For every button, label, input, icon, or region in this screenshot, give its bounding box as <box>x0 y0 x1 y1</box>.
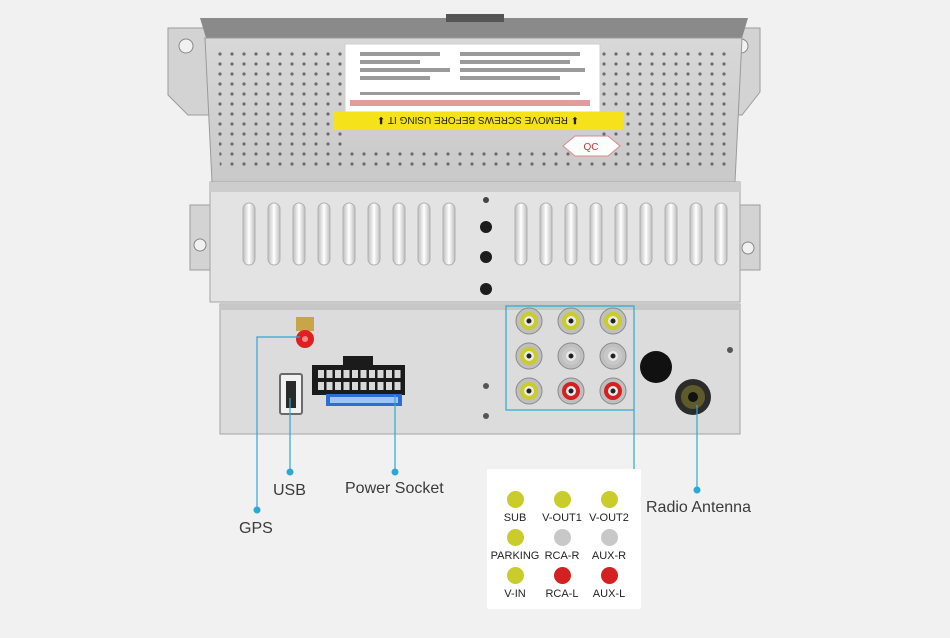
legend-item: PARKING <box>485 529 545 562</box>
legend-item-label: RCA-R <box>544 550 580 562</box>
jack-v-in <box>515 377 543 405</box>
callout-lines <box>256 305 698 510</box>
usb-port <box>279 373 303 415</box>
qc-stamp-text: QC <box>584 142 599 153</box>
jack-aux-l <box>599 377 627 405</box>
gps-connector <box>296 317 314 348</box>
legend-item: RCA-L <box>532 567 592 600</box>
legend-item: SUB <box>485 491 545 524</box>
legend-item-label: AUX-L <box>592 588 626 600</box>
left-mounting-bracket <box>167 27 216 271</box>
top-frame <box>200 18 748 38</box>
legend-color-dot <box>600 491 618 508</box>
radio-antenna-port <box>640 351 711 415</box>
jack-rca-l <box>557 377 585 405</box>
legend-item-label: AUX-R <box>591 550 627 562</box>
legend-item: V-OUT1 <box>532 491 592 524</box>
rca-jack-panel <box>515 307 627 405</box>
legend-item-label: V-OUT2 <box>589 512 629 524</box>
legend-color-dot <box>553 567 571 584</box>
legend-color-dot <box>506 491 524 508</box>
power-socket-label: Power Socket <box>345 480 444 497</box>
legend-item-label: PARKING <box>490 550 540 562</box>
jack-parking <box>515 342 543 370</box>
legend-color-dot <box>553 529 571 546</box>
power-socket <box>312 356 405 406</box>
gps-callout-dot <box>253 506 261 514</box>
legend-color-dot <box>553 491 571 508</box>
jack-v-out1 <box>557 307 585 335</box>
jack-aux-r <box>599 342 627 370</box>
legend-item: V-IN <box>485 567 545 600</box>
usb-label: USB <box>273 482 306 499</box>
legend-item-label: V-IN <box>504 588 526 600</box>
jack-rca-r <box>557 342 585 370</box>
legend-color-dot <box>600 567 618 584</box>
legend-item: AUX-L <box>579 567 639 600</box>
jack-sub <box>515 307 543 335</box>
legend-color-dot <box>506 529 524 546</box>
heatsink-panel <box>209 181 741 303</box>
power-callout-dot <box>391 468 399 476</box>
legend-color-dot <box>506 567 524 584</box>
legend-item: AUX-R <box>579 529 639 562</box>
antenna-callout-dot <box>693 486 701 494</box>
legend-item-label: RCA-L <box>545 588 579 600</box>
radio-antenna-label: Radio Antenna <box>646 499 751 516</box>
legend-item: RCA-R <box>532 529 592 562</box>
gps-label: GPS <box>239 520 273 537</box>
qc-stamp: QC <box>562 135 621 157</box>
usb-callout-dot <box>286 468 294 476</box>
legend-item-label: SUB <box>503 512 527 524</box>
legend-color-dot <box>600 529 618 546</box>
top-cover: ⬇ REMOVE SCREWS BEFORE USING IT ⬇ QC <box>204 37 743 183</box>
warning-sticker <box>333 112 623 130</box>
jack-v-out2 <box>599 307 627 335</box>
legend-item-label: V-OUT1 <box>542 512 582 524</box>
warning-sticker-text: ⬇ REMOVE SCREWS BEFORE USING IT ⬇ <box>377 114 579 125</box>
legend-item: V-OUT2 <box>579 491 639 524</box>
